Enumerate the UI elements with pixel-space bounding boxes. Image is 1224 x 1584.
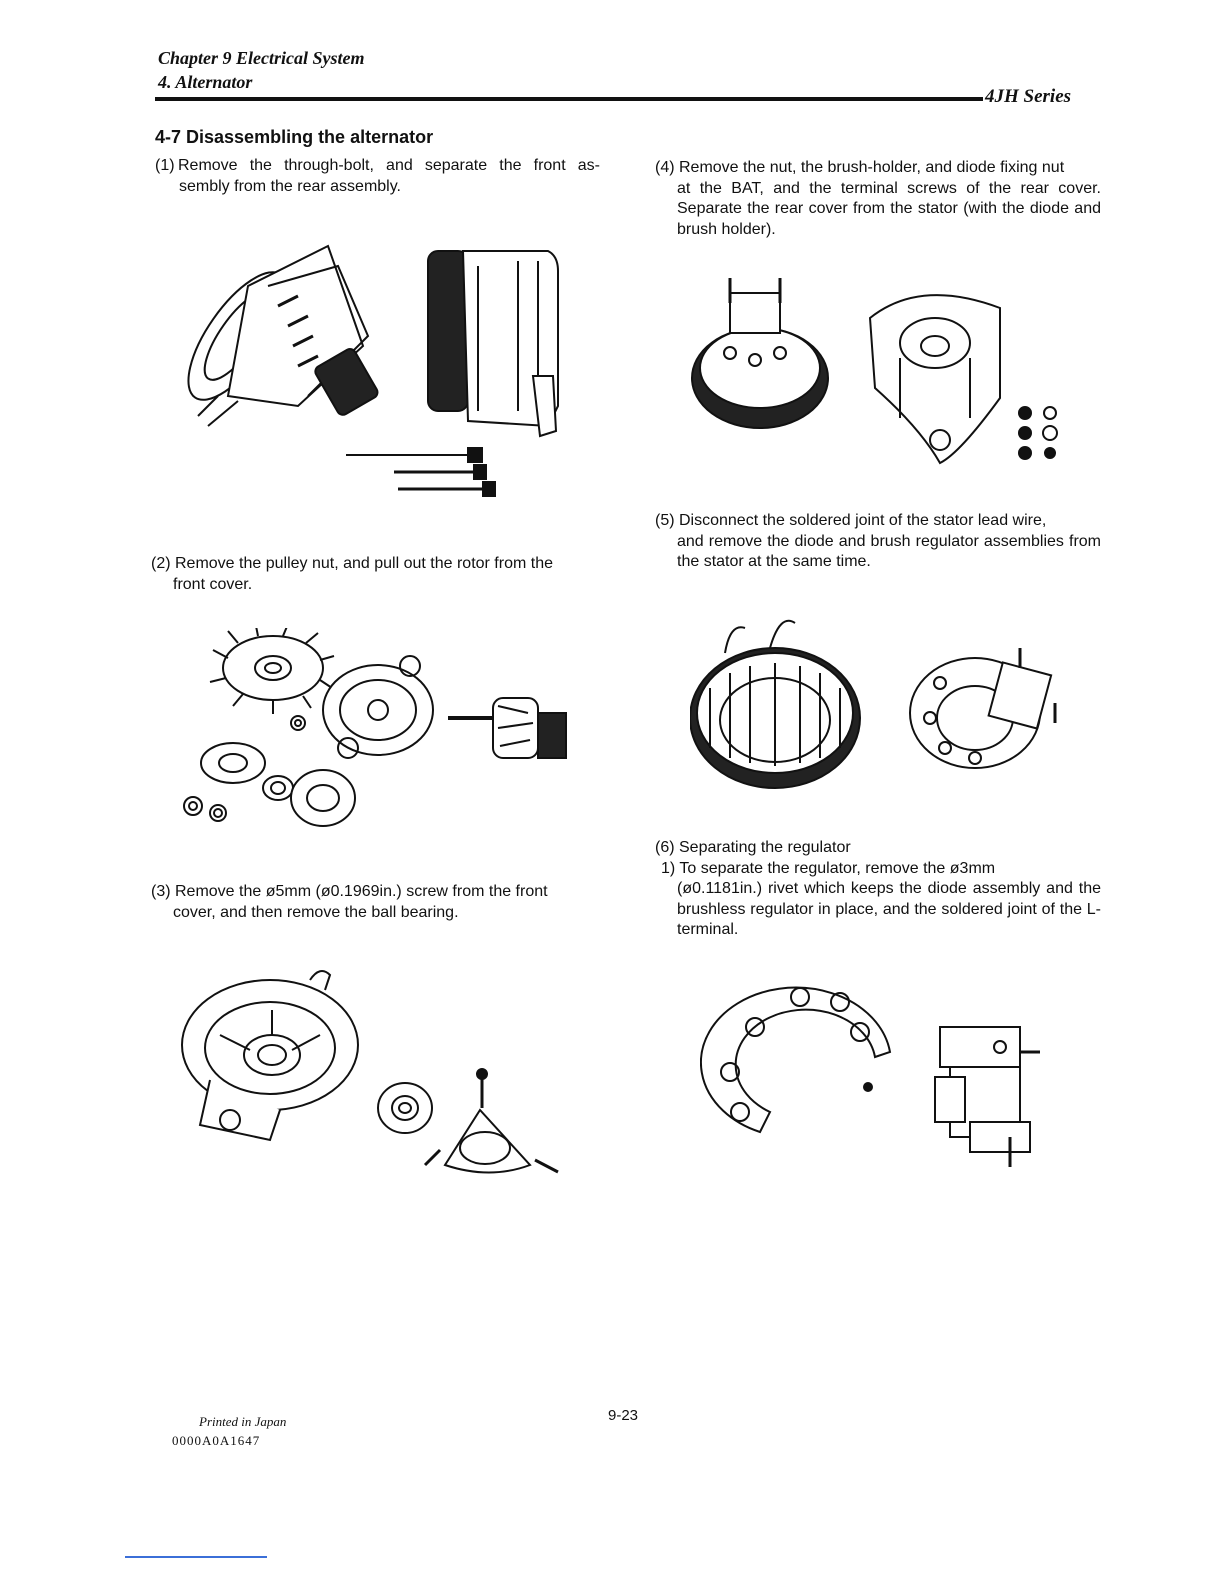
printed-in-label: Printed in Japan xyxy=(199,1414,287,1429)
substep-text-cont: (ø0.1181in.) rivet which keeps the diode… xyxy=(677,880,1101,938)
step-6: (6) Separating the regulator 1) To separ… xyxy=(655,838,1101,941)
header-rule xyxy=(155,97,983,101)
step-3: (3) Remove the ø5mm (ø0.1969in.) screw f… xyxy=(151,882,600,923)
step-text-cont: at the BAT, and the terminal screws of t… xyxy=(677,179,1101,238)
bottom-link-underline[interactable] xyxy=(125,1556,267,1558)
page-number: 9-23 xyxy=(608,1407,639,1424)
step-text-cont: and remove the diode and brush regulator… xyxy=(677,532,1101,571)
step-2: (2) Remove the pulley nut, and pull out … xyxy=(151,554,600,595)
step-text-line: (5) Disconnect the soldered joint of the… xyxy=(655,512,1047,529)
step-5: (5) Disconnect the soldered joint of the… xyxy=(655,511,1101,573)
substep-text-line: 1) To separate the regulator, remove the… xyxy=(661,859,996,877)
step-text-cont: cover, and then remove the ball bearing. xyxy=(173,903,459,921)
step-heading: (6) Separating the regulator xyxy=(655,839,851,856)
section-name: 4. Alternator xyxy=(158,72,253,92)
step-number: (1) xyxy=(155,157,175,174)
step-4: (4) Remove the nut, the brush-holder, an… xyxy=(655,158,1101,240)
figure-rotor-removal xyxy=(178,628,578,838)
step-text-cont: front cover. xyxy=(173,575,253,593)
figure-regulator-separation xyxy=(700,972,1070,1172)
document-code: 0000A0A1647 xyxy=(172,1433,261,1448)
chapter-title: Chapter 9 Electrical System xyxy=(158,48,365,68)
step-1: (1) Remove the through-bolt, and separat… xyxy=(155,156,600,197)
series-label: 4JH Series xyxy=(985,86,1072,107)
figure-alternator-separation xyxy=(178,226,578,506)
figure-stator-separation xyxy=(690,608,1090,798)
step-text-line: (2) Remove the pulley nut, and pull out … xyxy=(151,555,553,572)
section-title: 4-7 Disassembling the alternator xyxy=(155,127,434,147)
step-text-line: (3) Remove the ø5mm (ø0.1969in.) screw f… xyxy=(151,883,548,900)
figure-rear-cover-removal xyxy=(690,268,1090,468)
step-text-line: (4) Remove the nut, the brush-holder, an… xyxy=(655,159,1065,176)
figure-bearing-removal xyxy=(180,960,580,1190)
step-text: Remove the through-bolt, and separate th… xyxy=(178,157,600,195)
